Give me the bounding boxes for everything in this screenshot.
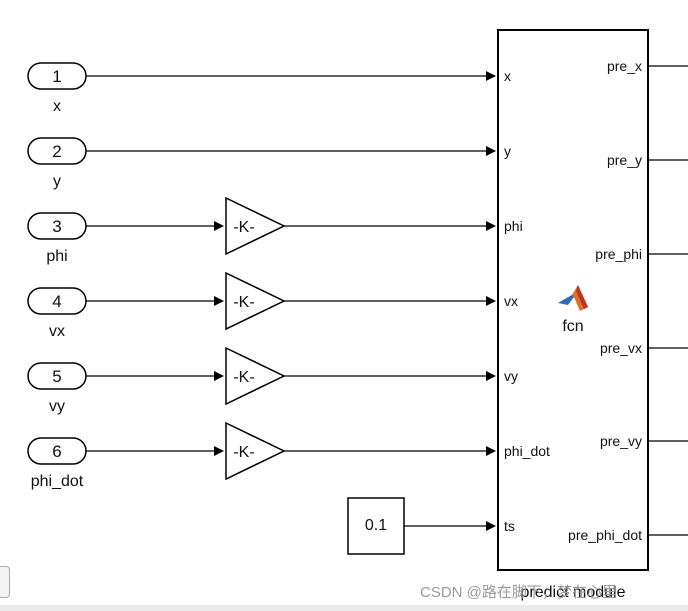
inport-label: y <box>53 173 61 190</box>
output-port-pre_y: pre_y <box>607 152 642 168</box>
matlab-logo-icon <box>558 285 588 311</box>
gain-block-phi_dot[interactable] <box>225 421 286 481</box>
left-edge-handle[interactable] <box>0 566 10 598</box>
input-port-phi: phi <box>504 218 523 234</box>
function-block-name: predict module <box>521 584 626 601</box>
input-port-ts: ts <box>504 518 515 534</box>
gain-block-vx[interactable] <box>225 271 286 331</box>
inport-number: 3 <box>52 217 61 236</box>
input-port-phi_dot: phi_dot <box>504 443 550 459</box>
gain-block-phi[interactable] <box>225 196 286 256</box>
inport-label: phi <box>46 248 67 265</box>
gain-label: -K- <box>233 294 254 311</box>
output-port-pre_phi: pre_phi <box>595 246 642 262</box>
input-port-vy: vy <box>504 368 518 384</box>
gain-label: -K- <box>233 444 254 461</box>
output-port-pre_vx: pre_vx <box>600 340 642 356</box>
gain-block-vy[interactable] <box>225 346 286 406</box>
watermark-text: CSDN @路在脚下，梦在心里 <box>420 584 617 601</box>
inport-number: 6 <box>52 442 61 461</box>
output-port-pre_phi_dot: pre_phi_dot <box>568 527 642 543</box>
constant-value: 0.1 <box>365 517 387 534</box>
function-label: fcn <box>562 318 583 335</box>
inport-label: x <box>53 98 61 115</box>
constant-block[interactable] <box>347 497 405 555</box>
output-port-pre_x: pre_x <box>607 58 642 74</box>
input-port-vx: vx <box>504 293 518 309</box>
inport-label: vx <box>49 323 65 340</box>
input-port-y: y <box>504 143 511 159</box>
inport-number: 1 <box>52 67 61 86</box>
inport-label: phi_dot <box>31 473 84 490</box>
bottom-scrollbar-track[interactable] <box>0 605 688 611</box>
predict-module-block[interactable] <box>497 29 649 571</box>
output-port-pre_vy: pre_vy <box>600 433 642 449</box>
inport-number: 2 <box>52 142 61 161</box>
inport-label: vy <box>49 398 65 415</box>
gain-label: -K- <box>233 369 254 386</box>
inport-number: 4 <box>52 292 61 311</box>
input-port-x: x <box>504 68 511 84</box>
gain-label: -K- <box>233 219 254 236</box>
inport-number: 5 <box>52 367 61 386</box>
